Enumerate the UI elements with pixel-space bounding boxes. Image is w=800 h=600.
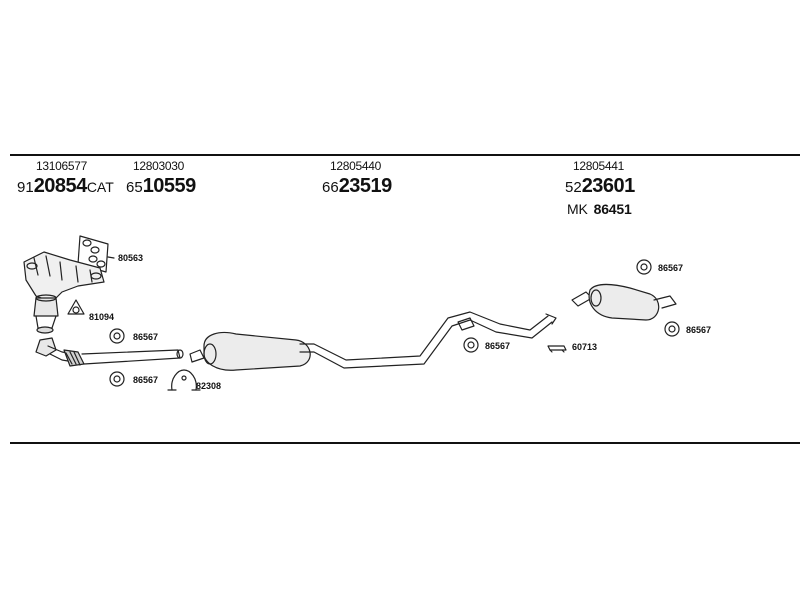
part-number-4: 5223601 (565, 176, 635, 196)
part-prefix: 91 (17, 179, 34, 196)
oe-number-3: 12805440 (330, 159, 381, 173)
hanger-mid-shape (463, 337, 479, 353)
part-prefix: 66 (322, 179, 339, 196)
callout-gasket: 80563 (118, 253, 143, 263)
mount-kit-number: MK 86451 (567, 201, 632, 217)
bottom-rule (10, 442, 800, 444)
part-prefix: 65 (126, 179, 143, 196)
cone-ring-shape (67, 299, 85, 315)
oe-number-2: 12803030 (133, 159, 184, 173)
rear-silencer (571, 283, 677, 321)
front-pipe (35, 337, 184, 367)
part-main: 23601 (581, 175, 636, 197)
front-silencer (189, 311, 557, 371)
top-rule (10, 154, 800, 156)
manifold-gasket (77, 235, 115, 273)
callout-hanger-rear-2: 86567 (686, 325, 711, 335)
part-number-3: 6623519 (322, 176, 392, 196)
oe-number-1: 13106577 (36, 159, 87, 173)
part-number-2: 6510559 (126, 176, 196, 196)
callout-hanger-front-1: 86567 (133, 332, 158, 342)
part-main: 23519 (338, 175, 393, 197)
callout-hanger-mid: 86567 (485, 341, 510, 351)
clamp-shape (167, 369, 201, 391)
part-number-1: 9120854CAT (17, 176, 114, 196)
hanger-rear-1-shape (636, 259, 652, 275)
callout-hanger-front-2: 86567 (133, 375, 158, 385)
part-prefix: 52 (565, 179, 582, 196)
callout-cone-ring: 81094 (89, 312, 114, 322)
hanger-front-1-shape (109, 328, 125, 344)
bracket-shape (547, 345, 567, 353)
callout-clamp: 82308 (196, 381, 221, 391)
oe-number-4: 12805441 (573, 159, 624, 173)
hanger-rear-2-shape (664, 321, 680, 337)
exhaust-manifold (23, 251, 105, 303)
mount-kit-label: MK (567, 201, 588, 217)
hanger-front-2-shape (109, 371, 125, 387)
part-main: 10559 (142, 175, 197, 197)
callout-bracket: 60713 (572, 342, 597, 352)
mount-kit-value: 86451 (593, 201, 632, 217)
part-main: 20854 (33, 175, 88, 197)
callout-hanger-rear-1: 86567 (658, 263, 683, 273)
catalytic-converter (33, 294, 59, 334)
part-suffix: CAT (86, 179, 114, 195)
